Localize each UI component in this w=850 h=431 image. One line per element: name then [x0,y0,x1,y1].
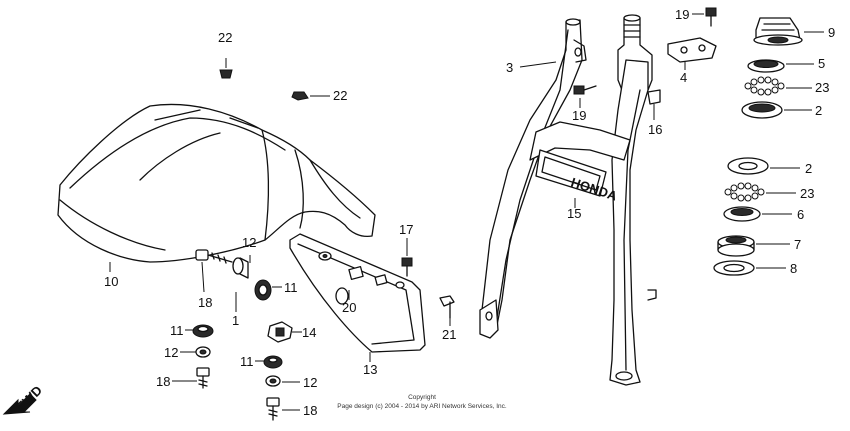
clip-16 [647,89,661,105]
nut-14 [267,321,293,343]
label-22-top: 22 [218,30,232,45]
label-1: 1 [232,313,239,328]
fwd-label: FWD [14,383,46,415]
bolt-19-mid [573,85,597,95]
front-fender [57,103,376,263]
label-15: 15 [567,206,581,221]
race-5 [747,59,785,73]
clip-22-top [219,69,233,79]
balls-23-a [744,76,785,96]
label-19-mid: 19 [572,108,586,123]
label-2-a: 2 [815,103,822,118]
left-collar-12 [195,346,211,358]
bracket-4 [667,37,717,63]
label-5: 5 [818,56,825,71]
label-8: 8 [790,261,797,276]
label-12-fender: 12 [242,235,256,250]
screw-21 [439,295,455,319]
label-9: 9 [828,25,835,40]
clip-22-mid [291,91,309,101]
left-bolt-18 [196,367,210,389]
label-14: 14 [302,325,316,340]
nut-9 [753,17,803,46]
fender-grommet-11 [254,279,272,301]
label-3: 3 [506,60,513,75]
label-20: 20 [342,300,356,315]
label-4: 4 [680,70,687,85]
race-2-a [741,101,783,119]
fork-3 [479,14,657,386]
washer-8 [713,260,755,276]
label-2-b: 2 [805,161,812,176]
race-6 [723,206,761,222]
label-23-b: 23 [800,186,814,201]
label-22-mid: 22 [333,88,347,103]
label-13: 13 [363,362,377,377]
label-23-a: 23 [815,80,829,95]
label-21: 21 [442,327,456,342]
label-10: 10 [104,274,118,289]
bolt-17 [401,257,413,277]
left-grommet-11 [192,324,214,338]
label-18-fender: 18 [198,295,212,310]
label-18-left: 18 [156,374,170,389]
label-12-mid: 12 [303,375,317,390]
fwd-arrow: FWD [2,383,46,415]
label-16: 16 [648,122,662,137]
label-11-fender: 11 [284,280,298,295]
mid-bolt-18 [266,397,280,421]
copyright-line2: Page design (c) 2004 - 2014 by ARI Netwo… [337,403,507,410]
balls-23-b [724,182,765,202]
mid-grommet-11 [263,355,283,369]
fender-collar-12 [232,257,249,279]
label-11-left: 11 [170,323,184,338]
label-7: 7 [794,237,801,252]
plate-bracket-13 [289,233,426,353]
label-17: 17 [399,222,413,237]
mid-collar-12 [265,375,281,387]
seal-7 [717,235,755,257]
fender-bolt-18 [195,249,233,264]
label-6: 6 [797,207,804,222]
label-11-mid: 11 [240,354,254,369]
copyright-line1: Copyright [408,394,436,401]
label-19-top: 19 [675,7,689,22]
label-12-left: 12 [164,345,178,360]
bolt-19-top [705,7,717,27]
label-18-mid: 18 [303,403,317,418]
race-2-b [727,157,769,175]
